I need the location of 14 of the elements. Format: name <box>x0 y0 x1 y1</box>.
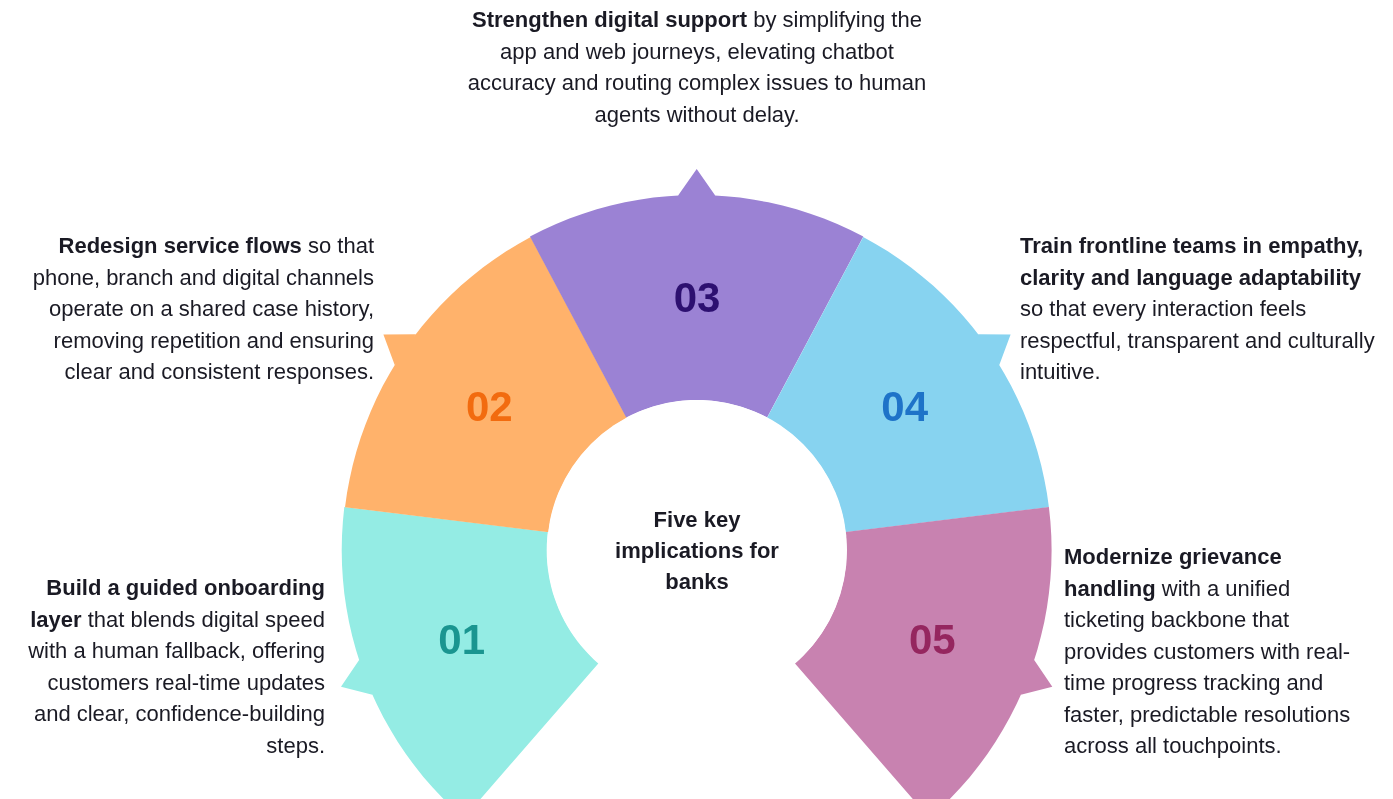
segment-number: 03 <box>673 277 721 319</box>
description-text: Strengthen digital support by simplifying the app and web journeys, elevating chatbot accuracy and routing complex issues to human agents without delay. <box>467 6 927 129</box>
ring-segment <box>795 506 1053 799</box>
description-text: Modernize grievance handling with a unified ticketing backbone that provides customers with real-time progress tracking and faster, predictable resolutions across all touchpoints. <box>1064 543 1352 760</box>
segment-number: 02 <box>465 386 513 429</box>
segment-number: 05 <box>908 619 956 662</box>
ring-segment <box>341 506 599 799</box>
center-title: Five key implications for banks <box>614 505 780 596</box>
segment-number: 04 <box>881 386 928 429</box>
description-text: Redesign service flows so that phone, branch and digital channels operate on a shared case history, removing repetition and ensuring clear and consistent responses. <box>31 232 374 386</box>
ring-segment <box>530 169 864 418</box>
description-text: Build a guided onboarding layer that blends digital speed with a human fallback, offering customers real-time updates and clear, confidence-building steps. <box>27 574 325 760</box>
description-text: Train frontline teams in empathy, clarity and language adaptability so that every interaction feels respectful, transparent and culturally intuitive. <box>1020 232 1376 386</box>
segment-number: 01 <box>438 619 486 662</box>
